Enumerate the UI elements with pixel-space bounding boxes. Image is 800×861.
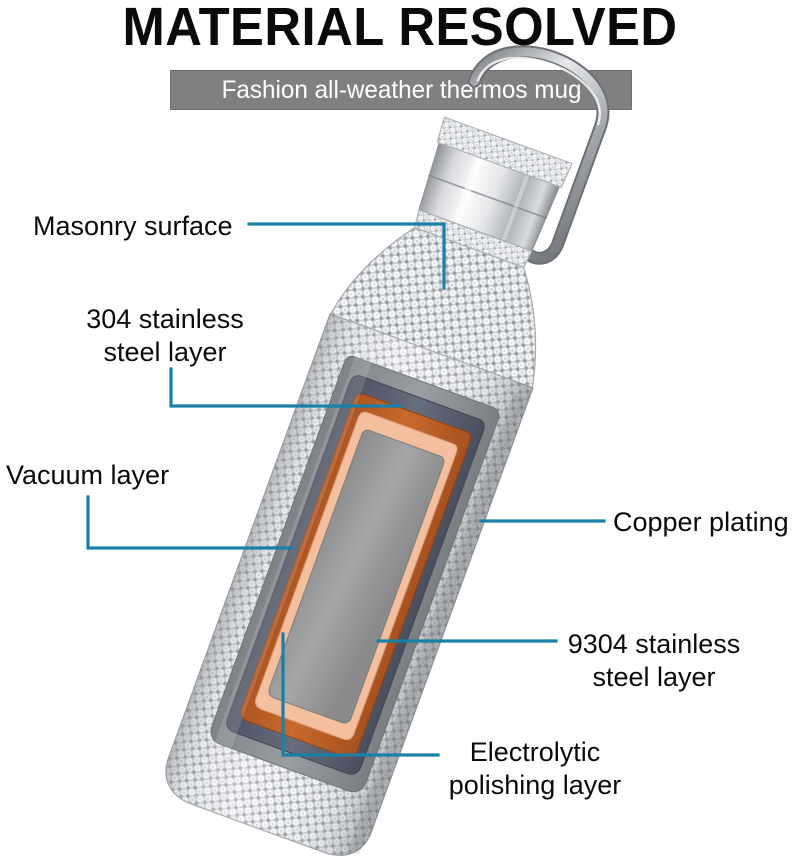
- callout-label-masonry-surface: Masonry surface: [33, 210, 233, 243]
- callout-line: 9304 stainless: [567, 629, 741, 659]
- layer-vacuum: [268, 429, 445, 724]
- callout-label-vacuum-layer: Vacuum layer: [6, 459, 169, 492]
- callout-line: Masonry surface: [33, 211, 233, 241]
- callout-label-9304-stainless-steel-layer: 9304 stainless steel layer: [563, 628, 745, 694]
- callout-label-copper-plating: Copper plating: [613, 506, 789, 539]
- page-title: MATERIAL RESOLVED: [122, 0, 678, 57]
- callout-line: Vacuum layer: [6, 460, 170, 490]
- leader-masonry-surface: [247, 222, 446, 290]
- leader-electrolytic-polishing: [281, 632, 440, 757]
- callout-line: steel layer: [103, 337, 227, 367]
- callout-label-304-stainless-steel-layer: 304 stainless steel layer: [85, 303, 245, 369]
- callout-line: Electrolytic: [469, 737, 601, 767]
- callout-line: polishing layer: [448, 770, 622, 800]
- callout-label-electrolytic-polishing-layer: Electrolytic polishing layer: [437, 736, 633, 802]
- subtitle-banner: Fashion all-weather thermos mug: [170, 70, 632, 110]
- callout-line: steel layer: [592, 662, 716, 692]
- callout-line: Copper plating: [613, 507, 789, 537]
- subtitle-text: Fashion all-weather thermos mug: [221, 75, 581, 104]
- callout-line: 304 stainless: [86, 304, 244, 334]
- leader-304-stainless: [169, 367, 402, 408]
- bottle-handle-loop: [467, 45, 610, 265]
- leader-vacuum-layer: [86, 495, 294, 550]
